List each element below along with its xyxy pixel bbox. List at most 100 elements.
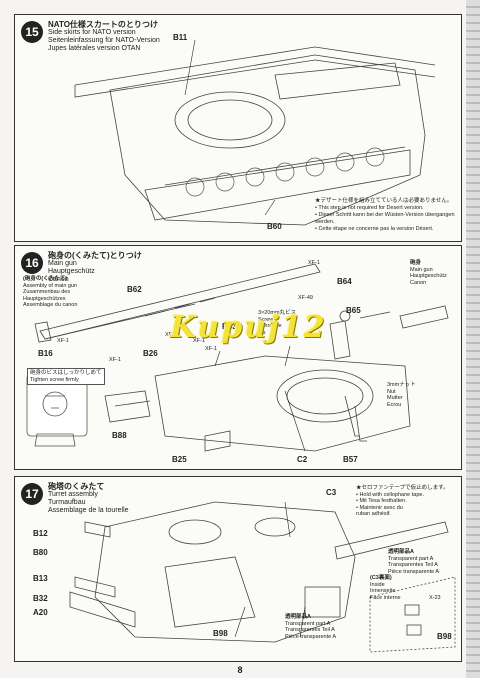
paint-xf1-e: XF-1 — [193, 338, 205, 344]
nut-en: Nut — [387, 388, 396, 395]
step-15-title-jp: NATO仕様スカートのとりつけ — [48, 20, 159, 29]
part-label-a20: A20 — [33, 608, 48, 617]
tape-fr2: ruban adhésif. — [356, 511, 391, 517]
sub-fr: Assemblage du canon — [23, 302, 78, 308]
step-17-title: 砲塔のくみたて Turret assembly Turmaufbau Assem… — [48, 483, 129, 515]
paint-xf49-b: XF-49 — [165, 332, 180, 338]
step-15-title: NATO仕様スカートのとりつけ Side skirts for NATO ver… — [48, 21, 160, 53]
tank-hull-drawing — [74, 39, 436, 226]
paint-xf1-b: XF-1 — [57, 338, 69, 344]
part-label-b98-a: B98 — [213, 629, 228, 638]
sub-de1: Zusammenbau des — [23, 289, 71, 295]
binding-edge — [466, 0, 480, 678]
step-16-title-fr: Canon — [48, 276, 69, 283]
gun-assembly-subtitle: (砲身の(くみたて) Assembly of main gun Zusammen… — [23, 276, 77, 309]
note-fr: • Cette étape ne concerne pas la version… — [315, 226, 434, 232]
part-label-c2: C2 — [297, 455, 308, 464]
part-label-b62: B62 — [127, 285, 142, 294]
step-17-number: 17 — [21, 483, 43, 505]
tip-jp: 砲身のビスはしっかりしめて — [30, 370, 102, 376]
paint-x23: X-23 — [429, 595, 441, 601]
main-gun-jp: 砲身 — [410, 260, 422, 266]
screw-jp: 3×20mm丸ビス — [258, 310, 297, 316]
step-15-number: 15 — [21, 21, 43, 43]
screw-de: Schraube — [258, 323, 282, 329]
nut-callout: 3mmナット Nut Mutter Ecrou — [387, 382, 416, 408]
step-16-title-jp: 砲身の(くみたて)とりつけ — [48, 251, 142, 260]
transparent-part-a-callout-right: 透明部品A Transparent part A Transparentes T… — [388, 549, 439, 575]
tpa-en: Transparent part A — [285, 620, 331, 627]
c3-jp: (C3裏面) — [370, 575, 392, 581]
main-gun-en: Main gun — [410, 266, 433, 273]
desert-version-note: ★デザート仕様を組み立てている人は必要ありません。 • This step is… — [315, 198, 460, 233]
tape-fr1: • Maintenir avec du — [356, 504, 403, 511]
part-label-b88: B88 — [112, 431, 127, 440]
step-16-panel: 16 砲身の(くみたて)とりつけ Main gun Hauptgeschütz … — [14, 245, 462, 470]
watermark: Kupuj12 — [170, 310, 327, 345]
sub-de2: Hauptgeschützes — [23, 295, 66, 302]
step-17-title-jp: 砲塔のくみたて — [48, 482, 105, 491]
cellophane-tape-note: ★セロファンテープで仮止めします。 • Hold with cellophane… — [356, 485, 449, 518]
tpa-jp: 透明部品A — [285, 614, 311, 620]
paint-xf49-a: XF-49 — [298, 295, 313, 301]
main-gun-de: Hauptgeschütz — [410, 273, 447, 279]
tpa-fr: Pièce transparente A — [285, 633, 337, 640]
tpa-r-jp: 透明部品A — [388, 549, 414, 555]
step-17-title-de: Turmaufbau — [48, 499, 86, 506]
step-15-title-en: Side skirts for NATO version — [48, 29, 136, 36]
part-label-b13: B13 — [33, 574, 48, 583]
part-label-b11: B11 — [173, 33, 188, 42]
turret-drawing — [69, 501, 456, 653]
page-number: 8 — [237, 665, 243, 675]
nut-jp: 3mmナット — [387, 382, 416, 388]
nut-fr: Ecrou — [387, 401, 402, 408]
tpa-r-de: Transparentes Teil A — [388, 562, 438, 568]
paint-xf1-d: XF-1 — [205, 346, 217, 352]
c3-fr: Face interne — [370, 594, 401, 601]
part-label-b25: B25 — [172, 455, 187, 464]
main-gun-fr: Canon — [410, 279, 427, 286]
part-label-b65: B65 — [346, 306, 361, 315]
transparent-part-a-callout: 透明部品A Transparent part A Transparentes T… — [285, 614, 336, 640]
tighten-screw-tip: 砲身のビスはしっかりしめて Tighten screw firmly — [27, 368, 105, 385]
step-15-title-de: Seitenleinfassung für NATO-Version — [48, 37, 160, 44]
c3-en: Inside — [370, 581, 385, 588]
part-label-b26: B26 — [143, 349, 158, 358]
note-jp: ★デザート仕様を組み立てている人は必要ありません。 — [315, 198, 453, 204]
part-label-c3: C3 — [326, 488, 337, 497]
step-16-title-en: Main gun — [48, 260, 77, 267]
sub-jp: (砲身の(くみたて) — [23, 276, 68, 282]
step-15-title-fr: Jupes latérales version OTAN — [48, 45, 141, 52]
sub-en: Assembly of main gun — [23, 282, 78, 289]
tpa-de: Transparentes Teil A — [285, 627, 335, 633]
tip-en: Tighten screw firmly — [30, 376, 79, 383]
tpa-r-en: Transparent part A — [388, 555, 434, 562]
note-de: • Dieser Schritt kann bei der Wüsten-Ver… — [315, 212, 455, 225]
paint-xf1-a: XF-1 — [308, 260, 320, 266]
part-label-b80: B80 — [33, 548, 48, 557]
part-label-b64: B64 — [337, 277, 352, 286]
step-16-title-de: Hauptgeschütz — [48, 268, 95, 275]
paint-xf1-c: XF-1 — [109, 357, 121, 363]
tape-jp: ★セロファンテープで仮止めします。 — [356, 485, 449, 491]
main-gun-drawing — [26, 263, 449, 452]
step-17-title-en: Turret assembly — [48, 491, 98, 498]
step-17-panel: 17 砲塔のくみたて Turret assembly Turmaufbau As… — [14, 476, 462, 662]
step-15-panel: 15 NATO仕様スカートのとりつけ Side skirts for NATO … — [14, 14, 462, 242]
main-gun-callout: 砲身 Main gun Hauptgeschütz Canon — [410, 260, 447, 286]
step-17-title-fr: Assemblage de la tourelle — [48, 507, 129, 514]
screw-callout: 3×20mm丸ビス Screw Schraube Vis — [258, 310, 296, 336]
part-label-b98-b: B98 — [437, 632, 452, 641]
step-16-title: 砲身の(くみたて)とりつけ Main gun Hauptgeschütz Can… — [48, 252, 142, 284]
screw-en: Screw — [258, 316, 274, 323]
part-label-b57: B57 — [343, 455, 358, 464]
part-label-b12: B12 — [33, 529, 48, 538]
c3-de: Innenseite — [370, 588, 396, 594]
part-label-b63: B63 — [222, 322, 237, 331]
tape-de: • Mit Tesa festhalten. — [356, 498, 407, 504]
tpa-r-fr: Pièce transparente A — [388, 568, 440, 575]
c3-inside-callout: (C3裏面) Inside Innenseite Face interne — [370, 575, 401, 601]
part-label-b16: B16 — [38, 349, 53, 358]
tape-en: • Hold with cellophane tape. — [356, 491, 424, 498]
